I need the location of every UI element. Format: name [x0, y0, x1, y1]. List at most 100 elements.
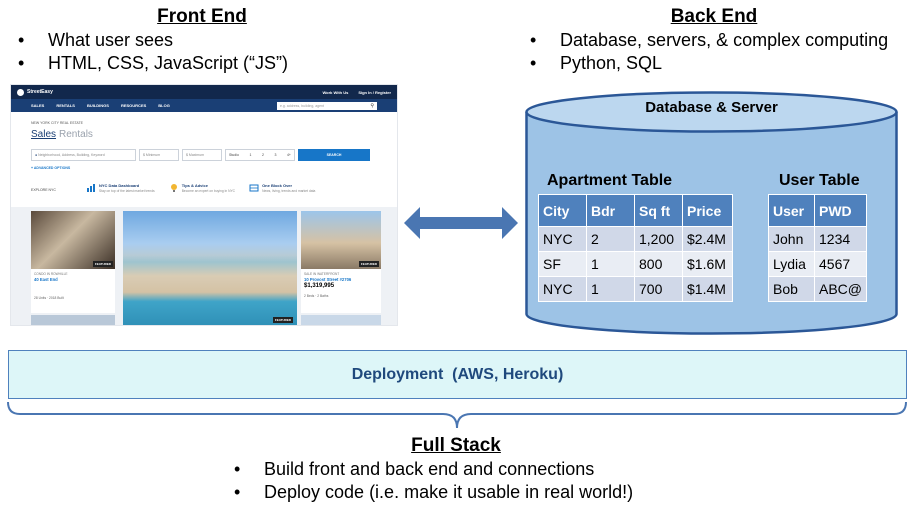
listing-name[interactable]: 10 Provost Street #2706: [304, 277, 352, 282]
column-header: PWD: [814, 194, 867, 227]
site-top-bar: StreetEasy Work With Us Sign In / Regist…: [11, 85, 397, 99]
table-cell: NYC: [538, 226, 587, 252]
table-cell: 1: [586, 251, 635, 277]
listing-card-left[interactable]: CONDO IN ROWHILLE 40 East End 28 Units ·…: [31, 269, 115, 313]
max-price-input[interactable]: $ Maximum: [182, 149, 222, 161]
listing-photo[interactable]: [31, 315, 115, 325]
listing-photo[interactable]: FEATURED: [31, 211, 115, 269]
search-row: ● Neighborhood, Address, Building, Keywo…: [31, 149, 370, 161]
sign-in-link[interactable]: Sign In / Register: [358, 89, 391, 95]
deployment-label: Deployment (AWS, Heroku): [351, 365, 564, 383]
advanced-options-link[interactable]: + ADVANCED OPTIONS: [31, 166, 71, 170]
bedroom-selector[interactable]: Studio 1 2 3 4+: [225, 149, 295, 161]
featured-badge: FEATURED: [272, 317, 293, 323]
listing-name[interactable]: 40 East End: [34, 277, 58, 282]
front-end-bullet: HTML, CSS, JavaScript (“JS”): [18, 52, 288, 75]
website-screenshot: StreetEasy Work With Us Sign In / Regist…: [10, 84, 398, 326]
table-cell: 1234: [814, 226, 867, 252]
brace-icon: [7, 401, 907, 429]
listing-photo[interactable]: [301, 315, 381, 325]
nav-rentals[interactable]: RENTALS: [56, 103, 75, 108]
table-cell: 700: [634, 276, 683, 302]
featured-badge: FEATURED: [358, 261, 379, 267]
tab-sales[interactable]: Sales: [31, 129, 57, 140]
explore-label: EXPLORE NYC: [31, 188, 56, 192]
apartment-table: City Bdr Sq ft Price NYC 2 1,200 $2.4M S…: [538, 194, 733, 302]
back-end-heading: Back End: [670, 6, 758, 27]
nav-search-input[interactable]: e.g. address, building, agent ⚲: [277, 101, 377, 110]
bed-option[interactable]: 4+: [286, 153, 291, 157]
breadcrumb: NEW YORK CITY REAL ESTATE: [31, 121, 83, 125]
table-cell: Bob: [768, 276, 815, 302]
logo-text: StreetEasy: [27, 89, 53, 95]
map-icon: [249, 184, 259, 192]
work-with-us-link[interactable]: Work With Us: [322, 89, 349, 95]
column-header: Bdr: [586, 194, 635, 227]
full-stack-bullets: Build front and back end and connections…: [234, 458, 633, 504]
nav-blog[interactable]: BLOG: [158, 103, 170, 108]
featured-photo[interactable]: FEATURED: [123, 211, 297, 325]
nav-search-placeholder: e.g. address, building, agent: [280, 103, 324, 108]
table-header-row: User PWD: [768, 194, 867, 227]
listing-details: 28 Units · 2018 Built: [34, 296, 64, 300]
table-row: NYC 1 700 $1.4M: [538, 276, 733, 302]
column-header: Sq ft: [634, 194, 683, 227]
listing-details: 2 Beds · 2 Baths: [304, 294, 329, 298]
double-arrow-icon: [404, 207, 518, 239]
table-cell: $2.4M: [682, 226, 733, 252]
table-row: SF 1 800 $1.6M: [538, 251, 733, 277]
full-stack-bullet: Deploy code (i.e. make it usable in real…: [234, 481, 633, 504]
table-cell: $1.6M: [682, 251, 733, 277]
listing-photos: FEATURED CONDO IN ROWHILLE 40 East End 2…: [11, 207, 397, 325]
table-header-row: City Bdr Sq ft Price: [538, 194, 733, 227]
table-cell: NYC: [538, 276, 587, 302]
table-cell: $1.4M: [682, 276, 733, 302]
table-row: Bob ABC@: [768, 276, 867, 302]
listing-card-right[interactable]: SALE IN WATERFRONT 10 Provost Street #27…: [301, 269, 381, 313]
table-row: Lydia 4567: [768, 251, 867, 277]
site-logo: StreetEasy: [17, 88, 53, 96]
table-cell: John: [768, 226, 815, 252]
bed-option[interactable]: 2: [261, 153, 264, 157]
listing-kicker: SALE IN WATERFRONT: [304, 272, 340, 276]
listing-kicker: CONDO IN ROWHILLE: [34, 272, 68, 276]
logo-icon: [17, 88, 24, 96]
full-stack-bullet: Build front and back end and connections: [234, 458, 633, 481]
search-icon[interactable]: ⚲: [370, 102, 374, 109]
min-price-input[interactable]: $ Minimum: [139, 149, 179, 161]
table-cell: 1,200: [634, 226, 683, 252]
listing-photo[interactable]: FEATURED: [301, 211, 381, 269]
nav-sales[interactable]: SALES: [31, 103, 45, 108]
search-button[interactable]: SEARCH: [298, 149, 370, 161]
feature-title: Tips & Advice: [181, 183, 208, 188]
bed-option[interactable]: Studio: [229, 153, 239, 157]
featured-badge: FEATURED: [92, 261, 113, 267]
location-search-input[interactable]: ● Neighborhood, Address, Building, Keywo…: [31, 149, 136, 161]
front-end-heading: Front End: [157, 6, 247, 27]
feature-sub: News, living, trends and market data: [262, 189, 316, 193]
table-cell: ABC@: [814, 276, 867, 302]
apartment-table-title: Apartment Table: [547, 172, 673, 189]
bed-option[interactable]: 1: [249, 153, 252, 157]
front-end-bullet: What user sees: [18, 29, 288, 52]
bed-option[interactable]: 3: [274, 153, 277, 157]
user-table-title: User Table: [779, 172, 860, 189]
deployment-bar: Deployment (AWS, Heroku): [8, 350, 907, 399]
back-end-bullet: Database, servers, & complex computing: [530, 29, 888, 52]
nav-buildings[interactable]: BUILDINGS: [86, 103, 109, 108]
full-stack-heading: Full Stack: [411, 435, 501, 456]
tab-rentals[interactable]: Rentals: [59, 129, 93, 140]
feature-title: NYC Data Dashboard: [99, 183, 140, 188]
table-cell: Lydia: [768, 251, 815, 277]
feature-title: One Block Over: [262, 183, 293, 188]
feature-sub: Stay on top of the latest market trends: [99, 189, 155, 193]
nav-resources[interactable]: RESOURCES: [120, 103, 147, 108]
table-cell: 4567: [814, 251, 867, 277]
pin-icon: ●: [35, 153, 38, 157]
listing-price: $1,319,995: [304, 283, 335, 289]
table-cell: 2: [586, 226, 635, 252]
